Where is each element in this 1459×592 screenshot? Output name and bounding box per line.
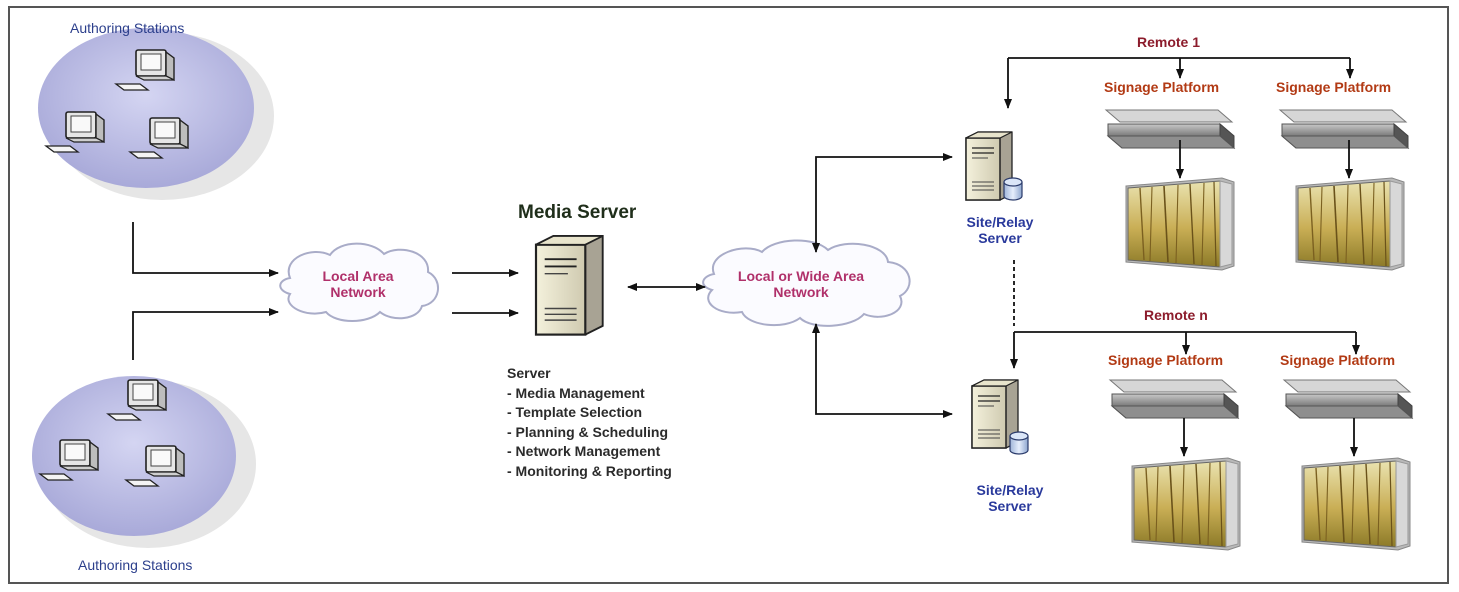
lan-label-line2: Network — [330, 284, 386, 301]
signage-platform-box — [1109, 379, 1239, 419]
lan-cloud — [279, 242, 439, 322]
server-feature-item: - Planning & Scheduling — [507, 423, 668, 440]
server-list-heading: Server — [507, 365, 551, 381]
display-screen-icon — [1295, 177, 1405, 271]
signage-platform-box — [1283, 379, 1413, 419]
server-feature-item: - Template Selection — [507, 404, 643, 420]
relay-server-1-icon — [965, 131, 1023, 201]
authoring-stations-top-group — [38, 28, 274, 200]
relay-server-n-icon — [971, 379, 1029, 455]
media-server-icon — [534, 234, 604, 336]
wan-cloud — [702, 239, 911, 327]
relay-label-line1: Site/Relay — [966, 214, 1034, 230]
signage-platform-label: Signage Platform — [1280, 352, 1396, 368]
remote-n-label: Remote n — [1144, 307, 1208, 323]
display-screen-icon — [1301, 457, 1411, 551]
relay-server-1-label: Site/Relay Server — [950, 214, 1050, 246]
signage-platform-label: Signage Platform — [1108, 352, 1224, 368]
wan-label: Local or Wide Area Network — [726, 268, 876, 300]
connector-bottom-stations-to-lan — [132, 308, 279, 360]
lan-label: Local Area Network — [308, 268, 408, 300]
connector-top-stations-to-lan — [132, 222, 279, 277]
display-screen-icon — [1125, 177, 1235, 271]
connectors — [132, 57, 1360, 457]
remote-1-label: Remote 1 — [1137, 34, 1201, 50]
server-feature-item: - Media Management — [507, 384, 645, 401]
lan-label-line1: Local Area — [322, 268, 394, 284]
relay-label-line2: Server — [978, 230, 1022, 247]
server-feature-list: Server - Media Management - Template Sel… — [507, 364, 672, 481]
wan-label-line1: Local or Wide Area — [737, 268, 865, 284]
connector-wan-relay-n — [812, 323, 953, 418]
relay-label-line2: Server — [988, 498, 1032, 515]
signage-platform-label: Signage Platform — [1104, 79, 1220, 95]
relay-label-line1: Site/Relay — [976, 482, 1044, 498]
relay-server-n-label: Site/Relay Server — [960, 482, 1060, 514]
authoring-stations-bottom-group — [32, 376, 256, 548]
authoring-stations-top-label: Authoring Stations — [70, 20, 185, 36]
server-feature-item: - Network Management — [507, 443, 661, 459]
authoring-stations-bottom-label: Authoring Stations — [78, 557, 193, 573]
signage-platform-label: Signage Platform — [1276, 79, 1392, 95]
wan-label-line2: Network — [773, 284, 829, 301]
connector-wan-relay-1 — [812, 153, 953, 253]
signage-platform-box — [1279, 109, 1409, 149]
server-feature-item: - Monitoring & Reporting — [507, 462, 672, 479]
signage-platform-box — [1105, 109, 1235, 149]
media-server-title: Media Server — [518, 202, 637, 223]
display-screen-icon — [1131, 457, 1241, 551]
